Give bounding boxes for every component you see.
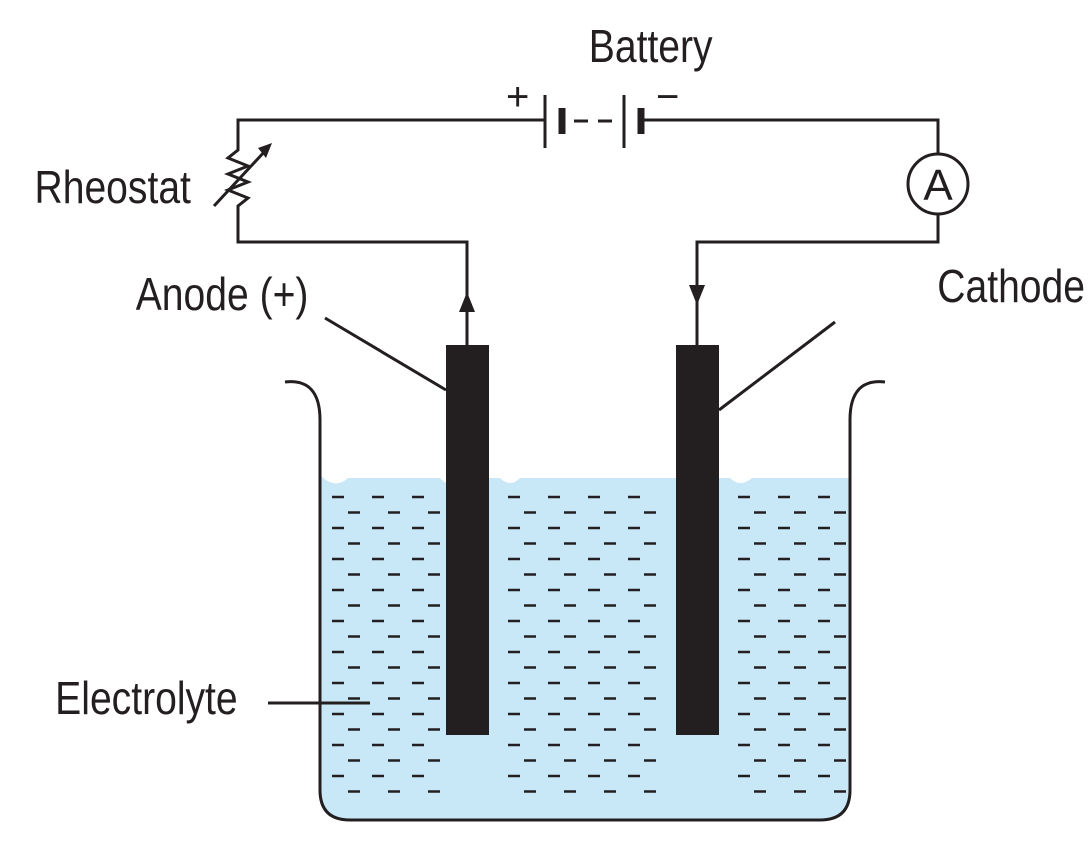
rheostat-arrow-icon xyxy=(258,143,272,158)
anode-current-arrow xyxy=(459,292,475,312)
rheostat-symbol xyxy=(212,142,272,215)
ammeter-icon xyxy=(906,152,970,216)
anode-electrode xyxy=(446,345,489,735)
electrolyte-liquid xyxy=(320,475,850,820)
battery-negative-label: − xyxy=(656,75,679,119)
cathode-electrode xyxy=(676,345,719,735)
electrolyte-label: Electrolyte xyxy=(55,673,237,725)
cathode-leader-line xyxy=(718,320,836,412)
beaker xyxy=(284,380,886,822)
rheostat-label: Rheostat xyxy=(35,162,192,214)
circuit-wire-left xyxy=(236,118,545,142)
anode-label: Anode (+) xyxy=(136,269,309,321)
circuit-wire-right xyxy=(640,118,940,155)
circuit-wire-ammeter-to-cathode xyxy=(695,215,940,345)
anode-leader-line xyxy=(324,316,447,392)
battery-label: Battery xyxy=(589,21,713,73)
battery-symbol xyxy=(543,95,645,148)
ammeter-label: A xyxy=(923,161,953,210)
cathode-current-arrow xyxy=(689,285,705,305)
battery-positive-label: + xyxy=(506,75,529,119)
cathode-label: Cathode (–) xyxy=(937,261,1090,313)
electrolyte-dashes xyxy=(332,495,846,793)
